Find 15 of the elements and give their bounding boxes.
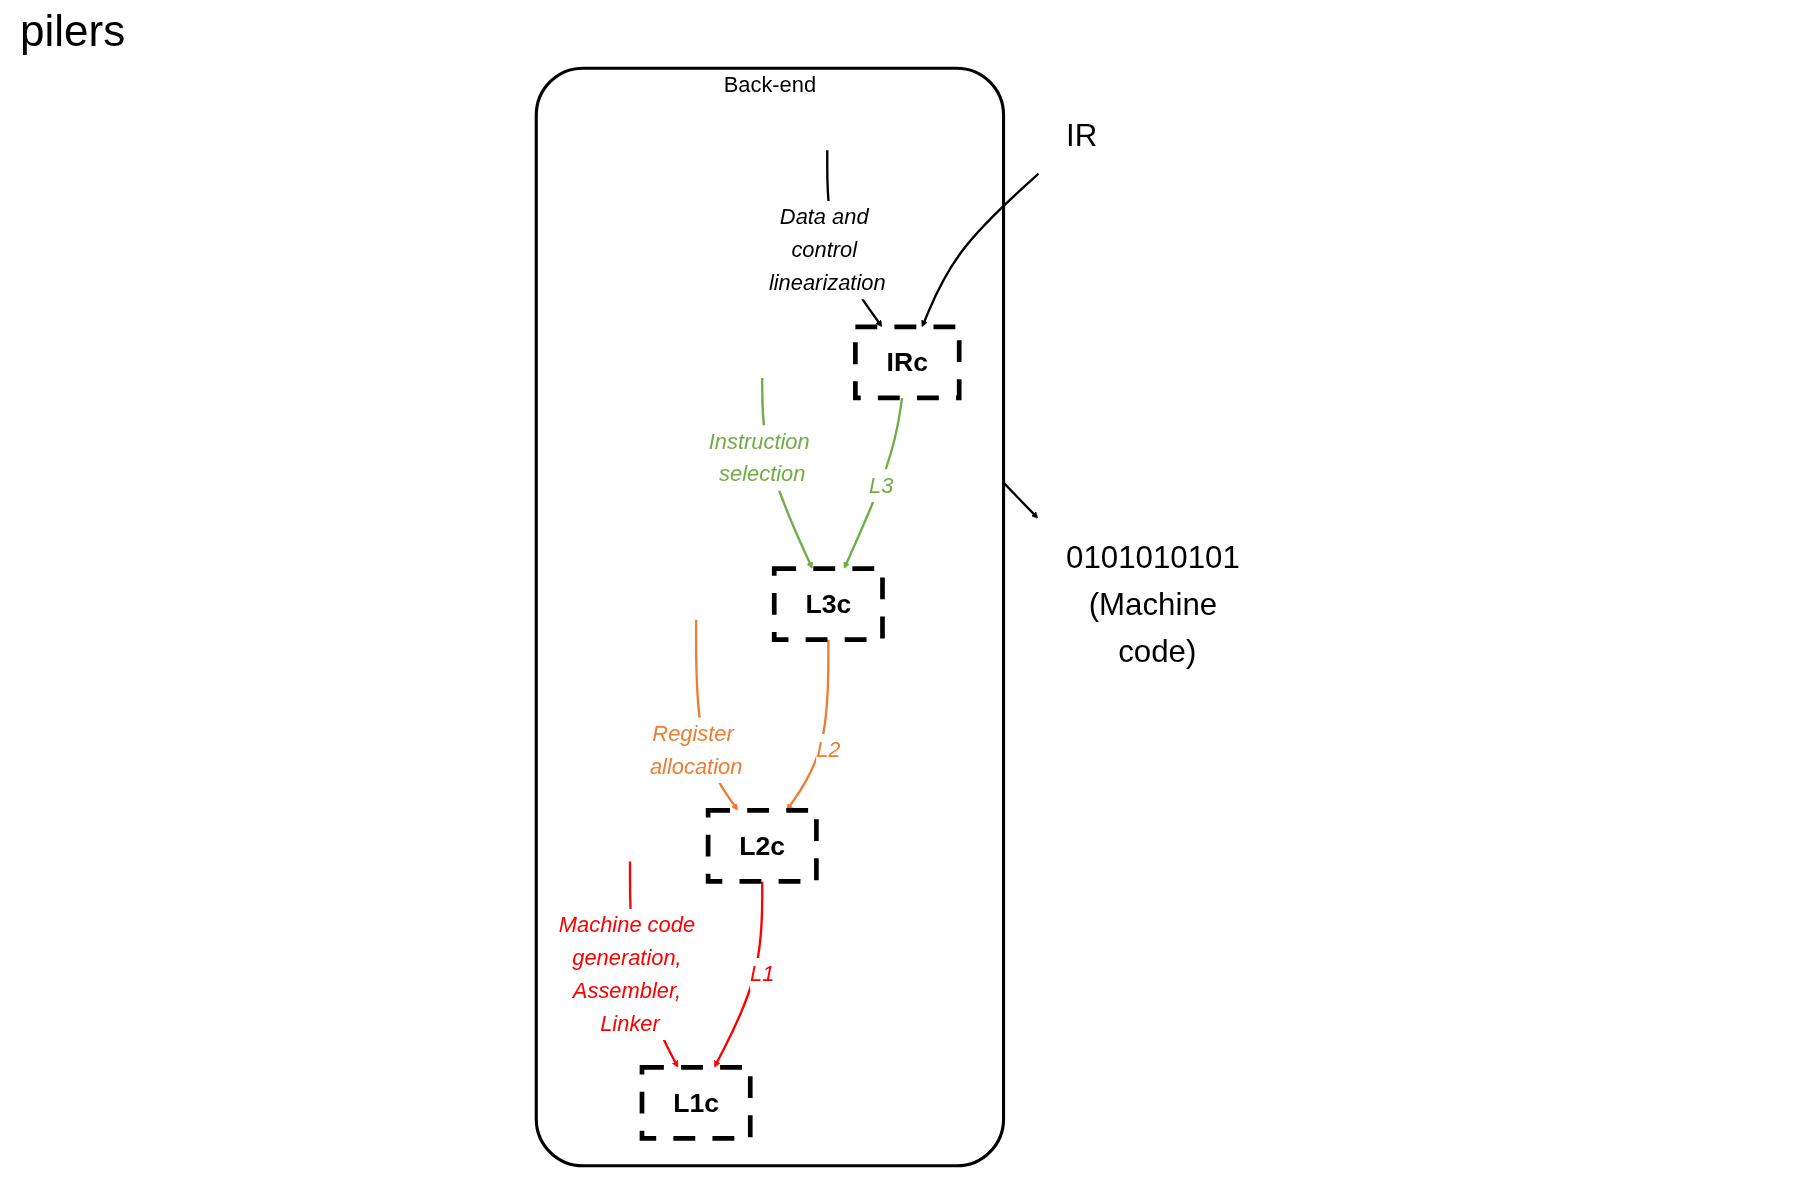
edge-label: Register allocation [649,721,743,779]
node-text: 0101010101 (Machine code) [1066,540,1240,669]
title: pilers [20,6,127,56]
edge-label: Instruction selection [708,429,810,487]
node-box: L3c [771,566,885,642]
node-text: IR [1066,117,1098,152]
node-box: L1c [639,1065,753,1141]
edge-label: L1 [750,961,775,987]
edge-label: L3 [868,473,894,498]
edge-label: Machine code generation, Assembler, Linker [558,912,696,1036]
edge-label: L2 [816,737,841,762]
node-box: IRc [853,324,962,401]
arrow [1002,481,1039,519]
edge-label: Data and control linearization [768,204,886,295]
node-box: L2c [705,808,819,884]
